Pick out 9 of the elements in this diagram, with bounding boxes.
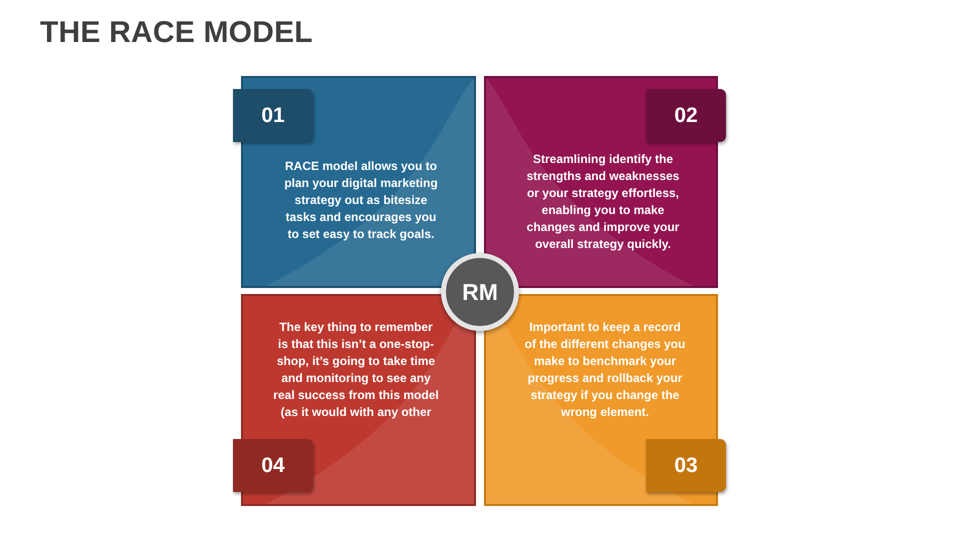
number-tab: 03: [646, 439, 726, 492]
description-text: RACE model allows you to plan your digital marketing strategy out as bitesize tasks and encourages you to set easy to track goals.: [283, 158, 439, 243]
description-text: The key thing to remember is that this isn’t a one-stop-shop, it’s going to take time and monitoring to see any real success from this model (as it would with any other: [273, 319, 439, 421]
number-tab: 04: [233, 439, 313, 492]
number-tab: 02: [646, 89, 726, 142]
description-text: Streamlining identify the strengths and weaknesses or your strategy effortless, enabling you to make changes and improve your overall strategy quickly.: [526, 151, 680, 253]
number-tab: 01: [233, 89, 313, 142]
title: THE RACE MODEL: [40, 16, 313, 50]
description-text: Important to keep a record of the different changes you make to benchmark your progress and rollback your strategy if you change the wrong element.: [524, 319, 686, 421]
